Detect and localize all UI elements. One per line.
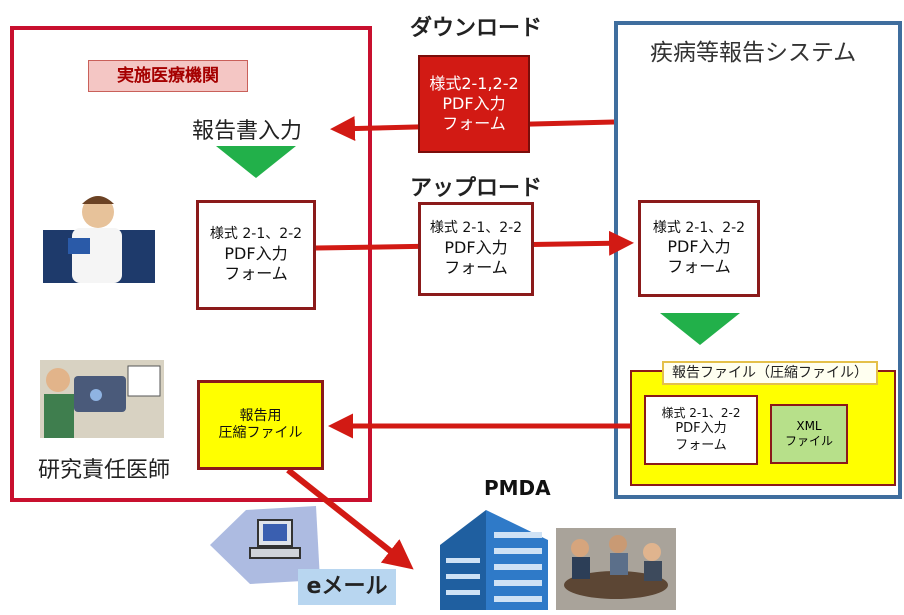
researcher-figure (40, 360, 164, 438)
upload-label: アップロード (410, 176, 543, 201)
xml-file-line2: ファイル (784, 434, 833, 448)
upload-form-line1: 様式 2-1、2-2 (429, 220, 523, 237)
system-form-line2: PDF入力 (667, 237, 731, 257)
download-form-line1: 様式2-1,2-2 (429, 74, 519, 93)
meeting-photo (556, 528, 676, 610)
computer-icon (210, 506, 320, 584)
investigator-label: 研究責任医師 (38, 458, 171, 483)
report-file-form-box: 様式 2-1、2-2 PDF入力 フォーム (644, 395, 758, 465)
report-file-form-line3: フォーム (675, 437, 727, 453)
pmda-label: PMDA (484, 476, 551, 500)
system-frame (614, 21, 902, 499)
download-label: ダウンロード (410, 16, 543, 41)
institution-frame (10, 26, 372, 502)
compressed-file-line1: 報告用 (239, 407, 282, 424)
upload-form-line2: PDF入力 (444, 237, 508, 257)
upload-form-box: 様式 2-1、2-2 PDF入力 フォーム (418, 202, 534, 296)
system-title: 疾病等報告システム (650, 40, 857, 66)
system-form-box: 様式 2-1、2-2 PDF入力 フォーム (638, 200, 760, 297)
doctor-figure (43, 196, 155, 283)
xml-file-box: XML ファイル (770, 404, 848, 464)
report-file-title: 報告ファイル（圧縮ファイル） (662, 361, 878, 385)
local-form-box: 様式 2-1、2-2 PDF入力 フォーム (196, 200, 316, 310)
upload-form-line3: フォーム (444, 257, 508, 277)
institution-title: 実施医療機関 (88, 60, 248, 92)
local-form-line1: 様式 2-1、2-2 (209, 226, 303, 243)
local-form-line3: フォーム (224, 263, 288, 283)
xml-file-line1: XML (796, 419, 822, 433)
local-form-line2: PDF入力 (224, 243, 288, 263)
system-form-line3: フォーム (667, 257, 731, 277)
compressed-file-box: 報告用 圧縮ファイル (197, 380, 324, 470)
down-arrow-institution (216, 146, 296, 178)
down-arrow-system (660, 313, 740, 345)
report-file-form-line1: 様式 2-1、2-2 (661, 406, 741, 421)
download-form-line2: PDF入力 (442, 94, 506, 113)
download-form-box: 様式2-1,2-2 PDF入力 フォーム (418, 55, 530, 153)
download-form-line3: フォーム (442, 114, 506, 133)
report-file-form-line2: PDF入力 (675, 421, 727, 437)
pmda-building-icon (440, 510, 548, 610)
compressed-file-line2: 圧縮ファイル (218, 425, 303, 441)
report-entry-label: 報告書入力 (192, 119, 303, 144)
email-label: eメール (298, 569, 396, 605)
system-form-line1: 様式 2-1、2-2 (652, 219, 746, 236)
